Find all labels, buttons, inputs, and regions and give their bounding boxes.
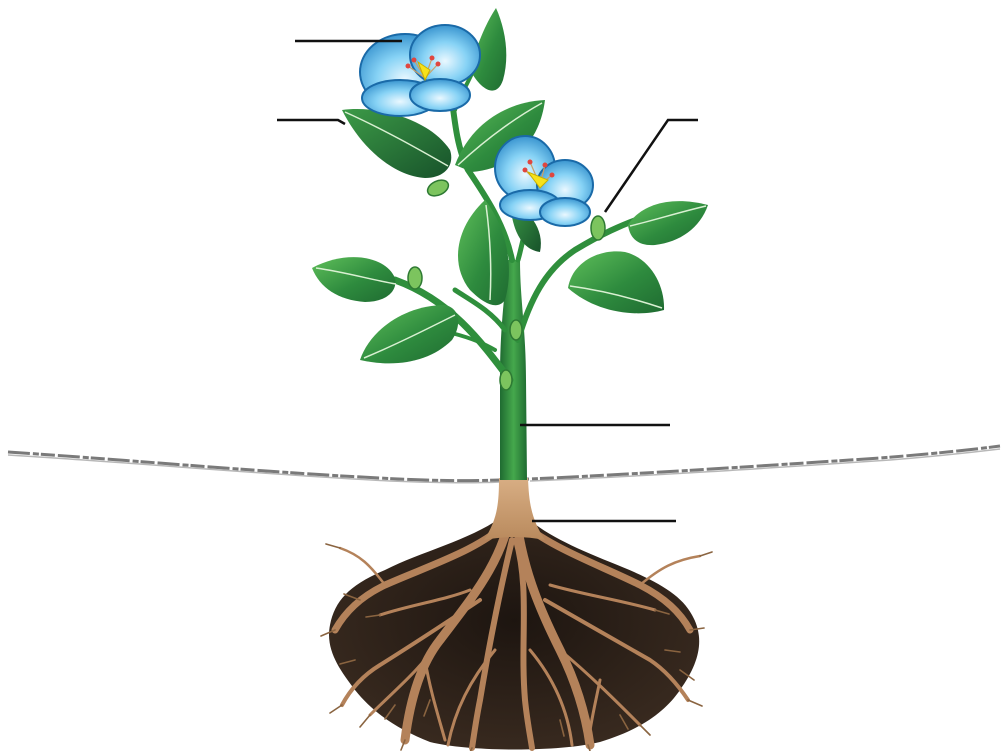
root-system [321, 478, 712, 751]
leaf [312, 257, 395, 302]
flower-right [495, 136, 593, 226]
leaf [458, 200, 509, 305]
bud [425, 177, 451, 199]
root-soil-mass [329, 515, 699, 750]
flower-top [360, 25, 480, 116]
leaf [360, 305, 458, 363]
leaf-label-line [277, 120, 345, 124]
bud [500, 370, 512, 390]
bud [408, 267, 422, 289]
root-crown [484, 478, 545, 540]
bud-label-line [605, 120, 698, 212]
leaf [342, 109, 451, 178]
bud [591, 216, 605, 240]
bud [510, 320, 522, 340]
